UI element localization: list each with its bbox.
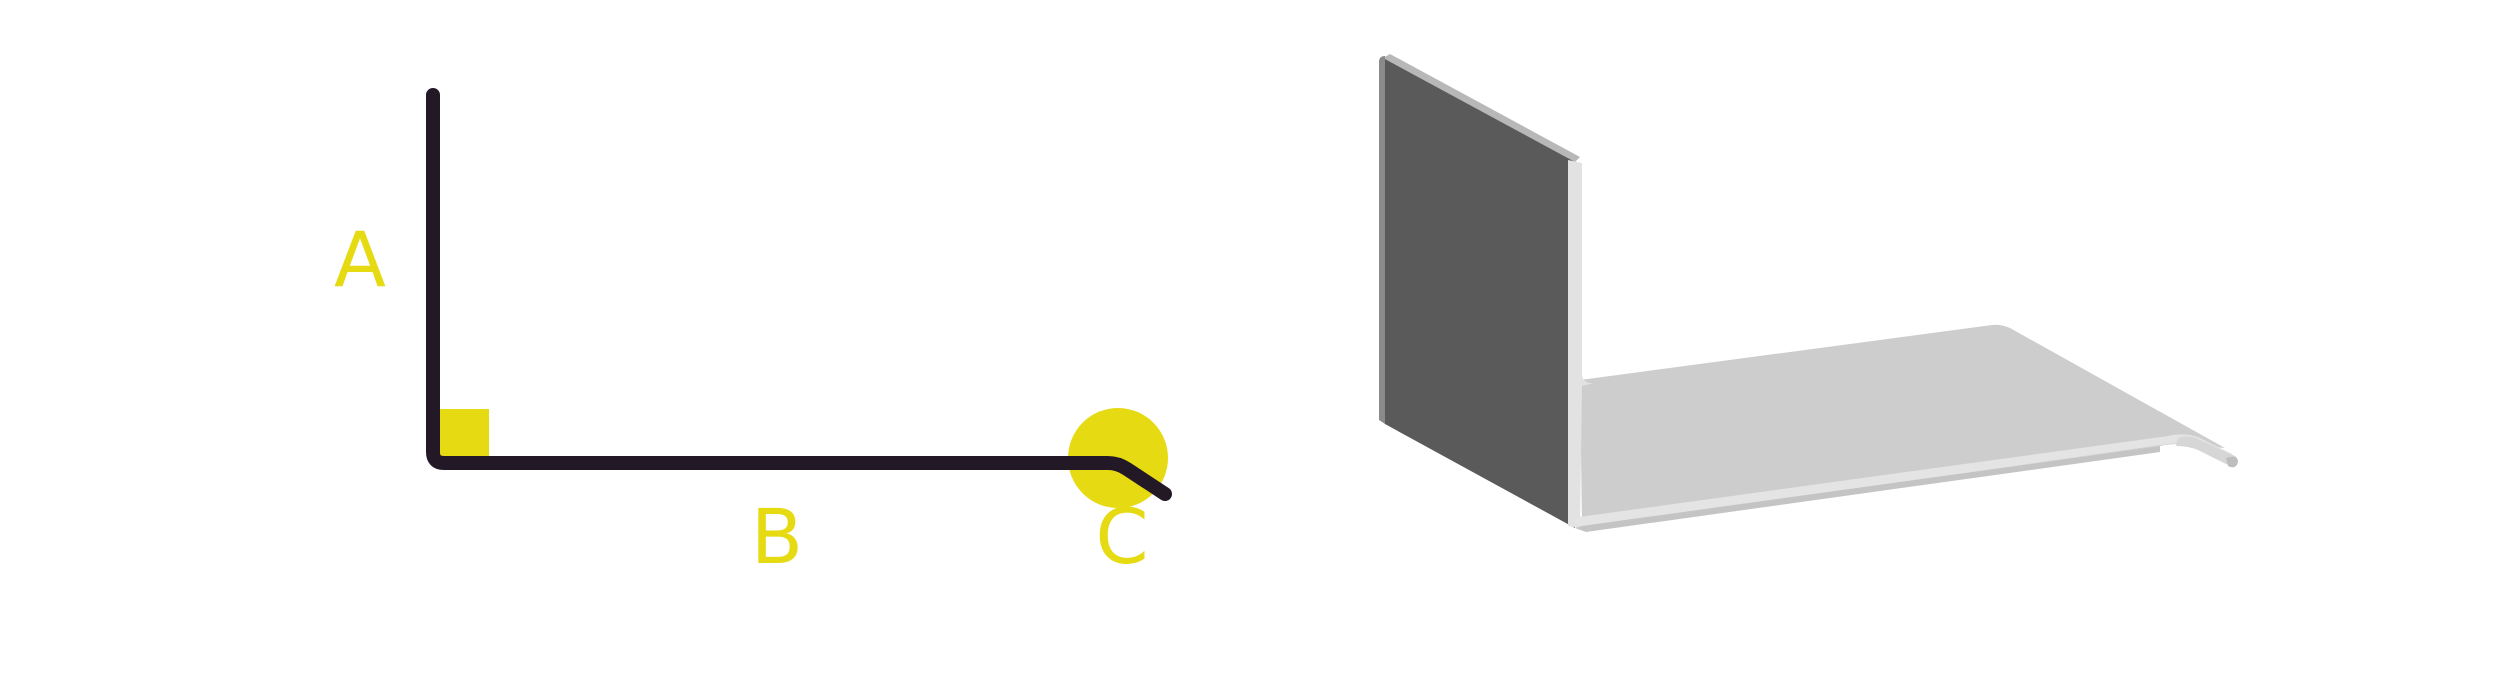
label-b: B [751, 492, 803, 581]
bent-lip [2176, 436, 2238, 466]
label-a: A [334, 215, 386, 304]
vertical-face-top-edge [1383, 54, 1580, 162]
profile-line [426, 88, 1172, 501]
profile-3d-render [1379, 54, 2238, 532]
profile-diagram: A B C [334, 88, 1172, 581]
inside-corner-edge [1568, 160, 1594, 528]
right-angle-marker [440, 409, 489, 458]
vertical-face-left-edge [1379, 56, 1385, 424]
label-c: C [1095, 492, 1148, 581]
horizontal-face [1580, 324, 2225, 526]
vertical-face [1385, 58, 1575, 528]
lip-edge [2226, 456, 2238, 468]
